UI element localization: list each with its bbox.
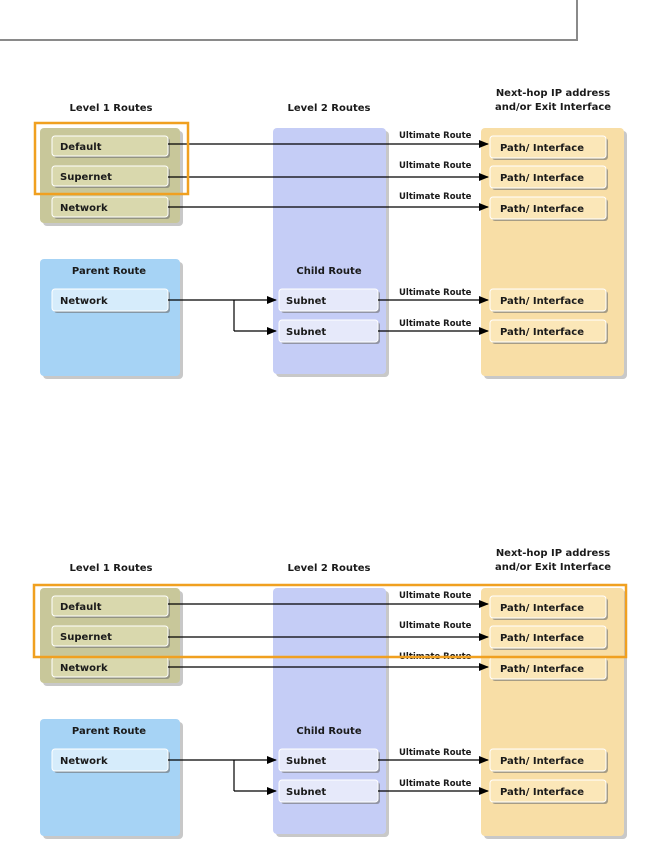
path-interface-box	[489, 196, 607, 220]
ultimate-route-label: Ultimate Route	[399, 779, 472, 789]
ultimate-route-label: Ultimate Route	[399, 621, 472, 631]
level1-route-box	[51, 625, 169, 647]
nexthop-heading-line1: Next-hop IP address	[496, 548, 610, 559]
ultimate-route-label: Ultimate Route	[399, 748, 472, 758]
child-subnet-label: Subnet	[286, 787, 326, 798]
path-interface-label: Path/ Interface	[500, 756, 584, 767]
parent-route-panel	[40, 259, 180, 376]
child-subnet-label: Subnet	[286, 296, 326, 307]
path-interface-box	[489, 319, 607, 343]
level2-routes-heading: Level 2 Routes	[287, 103, 370, 114]
path-interface-label: Path/ Interface	[500, 633, 584, 644]
top-bar	[0, 0, 659, 40]
level1-route-box	[51, 165, 169, 187]
level1-routes-heading: Level 1 Routes	[69, 563, 152, 574]
nexthop-heading-line2: and/or Exit Interface	[495, 102, 611, 113]
level1-route-label: Supernet	[60, 172, 112, 183]
child-route-title: Child Route	[296, 726, 361, 737]
path-interface-box	[489, 748, 607, 772]
nexthop-heading-line2: and/or Exit Interface	[495, 562, 611, 573]
level1-route-label: Default	[60, 142, 102, 153]
level1-route-label: Supernet	[60, 632, 112, 643]
path-interface-box	[489, 625, 607, 649]
ultimate-route-label: Ultimate Route	[399, 288, 472, 298]
diagram-1: Level 1 Routes Level 2 Routes Next-hop IP …	[33, 88, 627, 379]
path-interface-label: Path/ Interface	[500, 143, 584, 154]
level1-route-box	[51, 135, 169, 157]
child-subnet-label: Subnet	[286, 327, 326, 338]
path-interface-box	[489, 165, 607, 189]
path-interface-label: Path/ Interface	[500, 664, 584, 675]
path-interface-box	[489, 595, 607, 619]
nexthop-heading-line1: Next-hop IP address	[496, 88, 610, 99]
path-interface-label: Path/ Interface	[500, 296, 584, 307]
level1-route-label: Default	[60, 602, 102, 613]
highlight-rectangle	[32, 583, 628, 659]
diagram-2: Level 1 Routes Level 2 Routes Next-hop IP …	[32, 548, 628, 839]
level1-route-box	[51, 595, 169, 617]
path-interface-label: Path/ Interface	[500, 204, 584, 215]
path-interface-label: Path/ Interface	[500, 603, 584, 614]
ultimate-route-label: Ultimate Route	[399, 591, 472, 601]
parent-route-title: Parent Route	[72, 266, 146, 277]
path-interface-box	[489, 135, 607, 159]
parent-route-panel	[40, 719, 180, 836]
level1-route-label: Network	[60, 203, 108, 214]
path-interface-box	[489, 288, 607, 312]
parent-network-label: Network	[60, 296, 108, 307]
child-route-title: Child Route	[296, 266, 361, 277]
highlight-rectangle	[33, 121, 190, 196]
parent-network-label: Network	[60, 756, 108, 767]
path-interface-label: Path/ Interface	[500, 787, 584, 798]
level2-routes-heading: Level 2 Routes	[287, 563, 370, 574]
path-interface-label: Path/ Interface	[500, 173, 584, 184]
ultimate-route-label: Ultimate Route	[399, 319, 472, 329]
level1-routes-heading: Level 1 Routes	[69, 103, 152, 114]
ultimate-route-label: Ultimate Route	[399, 131, 472, 141]
level1-route-label: Network	[60, 663, 108, 674]
parent-route-title: Parent Route	[72, 726, 146, 737]
path-interface-label: Path/ Interface	[500, 327, 584, 338]
ultimate-route-label: Ultimate Route	[399, 192, 472, 202]
path-interface-box	[489, 779, 607, 803]
child-subnet-label: Subnet	[286, 756, 326, 767]
ultimate-route-label: Ultimate Route	[399, 161, 472, 171]
